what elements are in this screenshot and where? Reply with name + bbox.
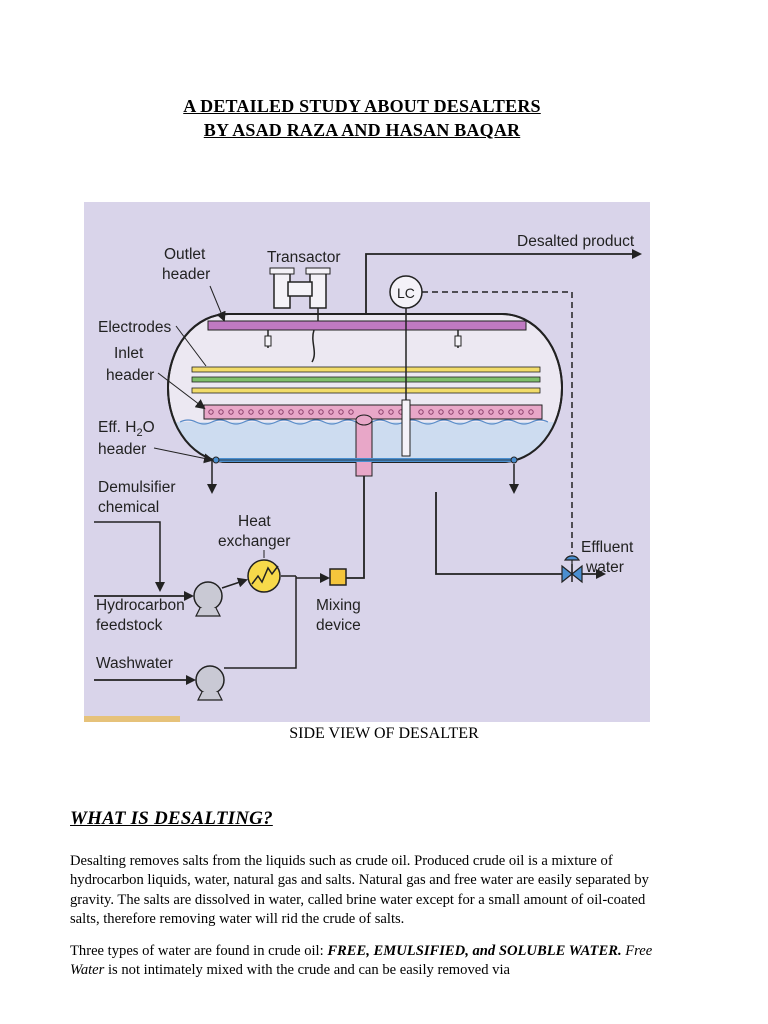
svg-text:water: water (585, 559, 624, 576)
heat-exchanger (247, 559, 297, 662)
document-title-line-1: A DETAILED STUDY ABOUT DESALTERS (183, 96, 541, 116)
paragraph-2: Three types of water are found in crude … (70, 942, 670, 981)
electrode-grid-yellow-2 (191, 387, 541, 394)
outlet-header-pipe (207, 320, 527, 331)
level-probe (401, 399, 411, 457)
label-hydrocarbon-feedstock: Hydrocarbon (96, 597, 185, 614)
washwater-pump (195, 665, 225, 701)
paragraph-2-intro: Three types of water are found in crude … (70, 943, 328, 959)
svg-text:chemical: chemical (98, 499, 159, 516)
svg-text:exchanger: exchanger (218, 533, 290, 550)
section-heading: WHAT IS DESALTING? (70, 808, 273, 829)
electrode-grid-green (191, 376, 541, 383)
label-outlet-header: Outlet (164, 246, 206, 263)
effluent-valve (561, 555, 583, 584)
label-lc: LC (397, 285, 415, 301)
desalted-product-line (365, 249, 642, 314)
label-transactor: Transactor (267, 249, 341, 266)
label-inlet-header: Inlet (114, 345, 144, 362)
mixing-device (329, 568, 347, 586)
label-effluent-water: Effluent (581, 539, 634, 556)
feedstock-pump (193, 581, 223, 617)
label-eff-h2o-header: Eff. H2O (98, 419, 155, 439)
svg-text:feedstock: feedstock (96, 617, 163, 634)
label-mixing-device: Mixing (316, 597, 361, 614)
document-title-line-2: BY ASAD RAZA AND HASAN BAQAR (203, 120, 521, 140)
inlet-header-pipe (203, 404, 543, 420)
label-electrodes: Electrodes (98, 319, 171, 336)
desalter-diagram: Outlet header Transactor Desalted produc… (84, 202, 650, 722)
svg-text:header: header (106, 367, 154, 384)
transactor (269, 267, 331, 363)
level-controller (389, 275, 573, 554)
svg-text:header: header (162, 266, 210, 283)
figure-caption: SIDE VIEW OF DESALTER (289, 725, 479, 742)
svg-text:device: device (316, 617, 361, 634)
label-desalted-product: Desalted product (517, 233, 635, 250)
paragraph-1: Desalting removes salts from the liquids… (70, 853, 649, 928)
paragraph-2-rest: is not intimately mixed with the crude a… (104, 962, 510, 979)
label-washwater: Washwater (96, 655, 173, 672)
water-types: FREE, EMULSIFIED, and SOLUBLE WATER. (327, 943, 622, 959)
svg-text:header: header (98, 441, 146, 458)
label-demulsifier: Demulsifier (98, 479, 176, 496)
free-water-term: Free Water (70, 943, 653, 979)
electrode-grid-yellow (191, 366, 541, 373)
label-heat-exchanger: Heat (238, 513, 271, 530)
